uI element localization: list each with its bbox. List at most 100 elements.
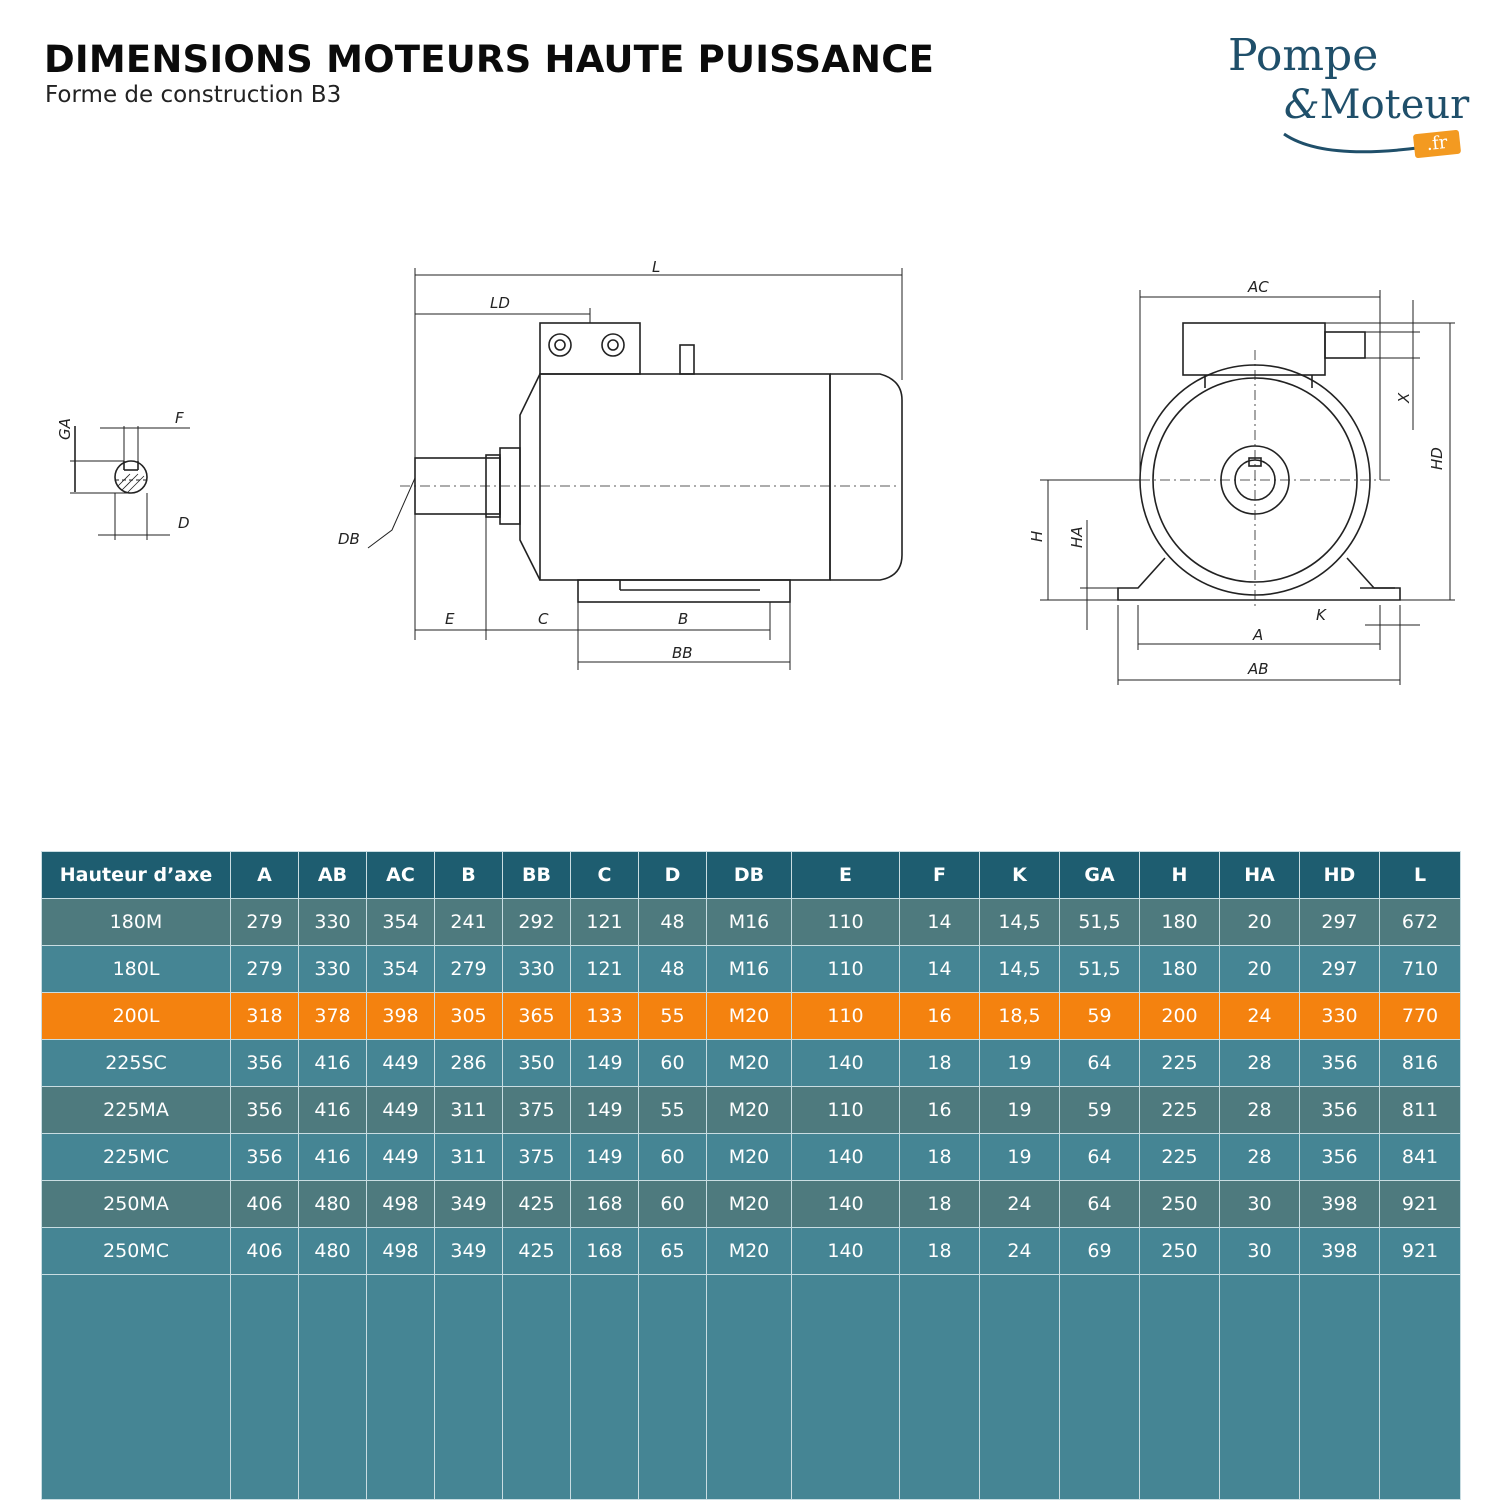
table-cell: 19 [979,1039,1060,1087]
column-header: AB [298,851,367,899]
table-cell: 250 [1139,1180,1220,1228]
column-header: DB [706,851,792,899]
table-cell: 19 [979,1086,1060,1134]
table-cell: 398 [1299,1227,1380,1275]
table-cell: 110 [791,992,900,1040]
column-header: HA [1219,851,1300,899]
table-cell: 286 [434,1039,503,1087]
brand-logo[interactable]: Pompe &Moteur .fr [1222,30,1472,165]
column-header: L [1379,851,1461,899]
empty-cell [706,1274,792,1500]
table-cell: 406 [230,1227,299,1275]
column-header: C [570,851,639,899]
label-E: E [445,610,455,628]
empty-cell [434,1274,503,1500]
table-cell: 110 [791,945,900,993]
table-cell: 18,5 [979,992,1060,1040]
column-header: HD [1299,851,1380,899]
table-cell: 140 [791,1227,900,1275]
table-cell: 64 [1059,1180,1140,1228]
label-F: F [175,409,184,427]
empty-cell [638,1274,707,1500]
table-cell: 356 [1299,1039,1380,1087]
table-cell: 398 [1299,1180,1380,1228]
table-cell: 297 [1299,945,1380,993]
table-cell: 180 [1139,945,1220,993]
table-cell: 64 [1059,1133,1140,1181]
table-cell: 398 [366,992,435,1040]
table-cell: 297 [1299,898,1380,946]
table-cell: 14,5 [979,898,1060,946]
table-cell: 19 [979,1133,1060,1181]
table-cell: 375 [502,1086,571,1134]
shaft-section-view [70,426,190,540]
table-cell: 330 [298,898,367,946]
label-LD: LD [490,294,510,312]
page-subtitle: Forme de construction B3 [45,82,342,108]
table-cell: 24 [979,1227,1060,1275]
table-cell: 841 [1379,1133,1461,1181]
label-K: K [1316,606,1327,624]
empty-cell [899,1274,980,1500]
table-cell: 279 [434,945,503,993]
table-cell: 330 [298,945,367,993]
column-header: B [434,851,503,899]
table-cell: 921 [1379,1180,1461,1228]
table-cell: 59 [1059,1086,1140,1134]
table-cell: 18 [899,1227,980,1275]
table-cell: 51,5 [1059,898,1140,946]
empty-cell [298,1274,367,1500]
table-cell: 356 [230,1086,299,1134]
logo-word-pompe: Pompe [1228,30,1379,81]
table-cell: 770 [1379,992,1461,1040]
table-cell: 480 [298,1227,367,1275]
empty-cell [366,1274,435,1500]
motor-front-view [1040,290,1455,685]
table-cell: 30 [1219,1180,1300,1228]
row-label-cell: 180L [41,945,231,993]
label-A: A [1252,626,1263,644]
table-cell: 14 [899,898,980,946]
column-header: GA [1059,851,1140,899]
table-cell: 354 [366,945,435,993]
label-BB: BB [672,644,693,662]
logo-tld-badge: .fr [1412,129,1462,159]
table-cell: 133 [570,992,639,1040]
label-D: D [178,514,190,532]
label-HD: HD [1428,447,1446,470]
logo-swoosh-icon [1283,132,1418,154]
table-cell: M20 [706,992,792,1040]
table-cell: 449 [366,1133,435,1181]
motor-technical-drawing: GA F D DB L LD E C B BB AC X HD H HA K A… [56,258,1455,685]
row-label-cell: 225MA [41,1086,231,1134]
table-cell: 425 [502,1227,571,1275]
table-cell: 449 [366,1086,435,1134]
row-label-cell: 225MC [41,1133,231,1181]
table-cell: M20 [706,1227,792,1275]
empty-cell [1299,1274,1380,1500]
table-cell: 672 [1379,898,1461,946]
table-cell: 121 [570,898,639,946]
table-cell: 65 [638,1227,707,1275]
label-HA: HA [1068,526,1086,548]
table-cell: 14,5 [979,945,1060,993]
table-cell: 60 [638,1039,707,1087]
label-B: B [678,610,688,628]
logo-word-moteur: &Moteur [1284,82,1470,128]
table-cell: 816 [1379,1039,1461,1087]
table-cell: 354 [366,898,435,946]
table-cell: 350 [502,1039,571,1087]
column-header: F [899,851,980,899]
row-label-cell: 225SC [41,1039,231,1087]
table-cell: 149 [570,1039,639,1087]
column-header: H [1139,851,1220,899]
label-AC: AC [1247,278,1269,296]
motor-side-view [367,268,903,670]
label-X: X [1395,392,1413,404]
